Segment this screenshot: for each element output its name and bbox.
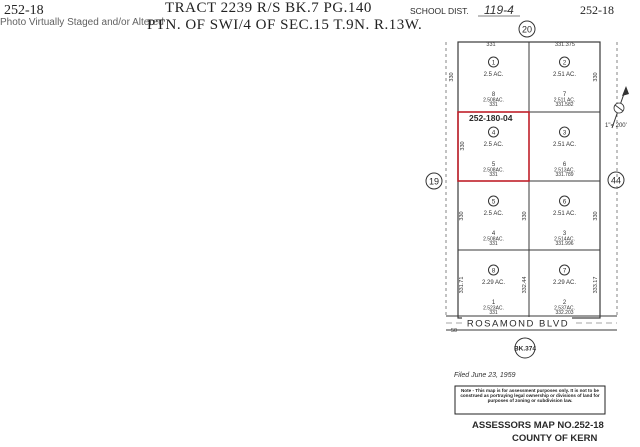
parcel-acreage: 2.29 AC. bbox=[482, 280, 505, 286]
filed-date: Filed June 23, 1959 bbox=[454, 372, 516, 379]
parcel-number: 8 bbox=[492, 267, 496, 274]
parcel-acreage: 2.5 AC. bbox=[484, 142, 504, 148]
dimension-mid-1: 330 bbox=[522, 211, 528, 220]
portion-title: PTN. OF SWI/4 OF SEC.15 T.9N. R.13W. bbox=[147, 17, 422, 33]
east-street-number: 44 bbox=[611, 176, 621, 186]
parcel-number: 3 bbox=[563, 129, 567, 136]
parcel-acreage: 2.5 AC. bbox=[484, 72, 504, 78]
parcel-6[interactable]: 6 2.51 AC. 32.514AC.331.996 bbox=[553, 195, 576, 247]
parcel-acreage: 2.5 AC. bbox=[484, 211, 504, 217]
parcel-number: 2 bbox=[563, 59, 567, 66]
dimension-left-1: 330 bbox=[449, 72, 455, 81]
lot-number: 5 bbox=[492, 162, 496, 168]
dimension-left-3: 330 bbox=[459, 211, 465, 220]
parcel-number-circle bbox=[559, 126, 570, 138]
parcel-number-circle bbox=[559, 56, 570, 68]
disclaimer-note: Note - This map is for assessment purpos… bbox=[460, 388, 599, 403]
parcel-number: 5 bbox=[492, 198, 496, 205]
lot-reference: 331.789 bbox=[555, 172, 573, 178]
parcel-number-circle bbox=[559, 195, 570, 207]
parcel-4[interactable]: 4 2.5 AC. 52.508AC.331 bbox=[483, 126, 504, 178]
lot-acreage: 2.508AC. bbox=[483, 98, 504, 104]
lot-number: 4 bbox=[492, 231, 496, 237]
road-label-backdrop bbox=[462, 317, 572, 328]
parcel-1[interactable]: 1 2.5 AC. 82.508AC.331 bbox=[483, 56, 504, 108]
dimension-right-2: 330 bbox=[593, 211, 599, 220]
parcel-number: 6 bbox=[563, 198, 567, 205]
dimension-right-1: 330 bbox=[593, 72, 599, 81]
north-street-marker bbox=[518, 20, 536, 38]
north-street-number: 20 bbox=[522, 25, 532, 35]
book-reference-marker bbox=[514, 337, 536, 359]
page-number-right: 252-18 bbox=[580, 3, 614, 17]
lot-acreage: 2.523AC. bbox=[483, 306, 504, 312]
lot-reference: 331 bbox=[489, 172, 498, 178]
parcel-acreage: 2.51 AC. bbox=[553, 211, 576, 217]
parcel-number: 4 bbox=[492, 129, 496, 136]
lot-acreage: 2.514AC. bbox=[554, 237, 575, 243]
parcel-acreage: 2.51 AC. bbox=[553, 72, 576, 78]
parcel-number-circle bbox=[488, 56, 499, 68]
lot-reference: 331 bbox=[489, 310, 498, 316]
parcel-number-circle bbox=[488, 126, 499, 138]
parcel-2[interactable]: 2 2.51 AC. 72.511 AC.331.582 bbox=[553, 56, 576, 108]
lot-reference: 331.582 bbox=[555, 102, 573, 108]
dimension-left-2: 330 bbox=[460, 141, 466, 150]
highlighted-parcel-outline[interactable] bbox=[457, 111, 530, 182]
watermark-text: Photo Virtually Staged and/or Altered bbox=[0, 17, 164, 28]
disclaimer-note-box bbox=[454, 385, 606, 415]
lot-number: 7 bbox=[563, 92, 567, 98]
road-offset-dimension: 50 bbox=[451, 328, 457, 334]
parcel-acreage: 2.51 AC. bbox=[553, 142, 576, 148]
dimension-left-4: 331.71 bbox=[459, 277, 465, 294]
north-arrow bbox=[611, 86, 629, 129]
parcel-number: 7 bbox=[563, 267, 567, 274]
parcel-number-circle bbox=[488, 195, 499, 207]
parcel-8[interactable]: 8 2.29 AC. 12.523AC.331 bbox=[482, 264, 505, 316]
lot-acreage: 2.537AC. bbox=[554, 306, 575, 312]
map-scale: 1"= 200' bbox=[605, 123, 627, 129]
dimension-top-left: 331 bbox=[486, 42, 495, 48]
lot-reference: 331 bbox=[489, 241, 498, 247]
lot-acreage: 2.513AC. bbox=[554, 168, 575, 174]
lot-number: 2 bbox=[563, 300, 567, 306]
west-street-marker bbox=[425, 172, 443, 190]
assessor-map-number: ASSESSORS MAP NO.252-18 bbox=[472, 420, 604, 431]
lot-acreage: 2.511 AC. bbox=[554, 98, 576, 104]
lot-number: 8 bbox=[492, 92, 496, 98]
parcel-acreage: 2.29 AC. bbox=[553, 280, 576, 286]
parcel-number: 1 bbox=[492, 59, 496, 66]
east-street-marker bbox=[607, 171, 625, 189]
lot-acreage: 2.508AC. bbox=[483, 168, 504, 174]
highlighted-parcel-apn: 252-180-04 bbox=[469, 113, 513, 123]
parcel-number-circle bbox=[488, 264, 499, 276]
lot-reference: 331 bbox=[489, 102, 498, 108]
parcel-3[interactable]: 3 2.51 AC. 62.513AC.331.789 bbox=[553, 126, 576, 178]
school-district-label: SCHOOL DIST. bbox=[410, 6, 469, 16]
lot-number: 3 bbox=[563, 231, 567, 237]
book-reference: BK.374 bbox=[514, 346, 536, 353]
lot-acreage: 2.508AC. bbox=[483, 237, 504, 243]
parcel-number-circle bbox=[559, 264, 570, 276]
page-number-left: 252-18 bbox=[4, 3, 44, 18]
dimension-mid-2: 332.44 bbox=[522, 277, 528, 294]
dimension-top-right: 331.375 bbox=[555, 42, 575, 48]
road-name: ROSAMOND BLVD bbox=[467, 319, 569, 330]
lot-reference: 331.996 bbox=[555, 241, 573, 247]
school-district-value: 119-4 bbox=[484, 3, 514, 17]
west-street-number: 19 bbox=[429, 177, 439, 187]
lot-number: 6 bbox=[563, 162, 567, 168]
lot-number: 1 bbox=[492, 300, 496, 306]
lot-reference: 332.203 bbox=[555, 310, 573, 316]
tract-title: TRACT 2239 R/S BK.7 PG.140 bbox=[165, 0, 372, 16]
parcel-5[interactable]: 5 2.5 AC. 42.508AC.331 bbox=[483, 195, 504, 247]
county-name: COUNTY OF KERN bbox=[512, 433, 597, 444]
dimension-right-3: 333.17 bbox=[593, 277, 599, 294]
parcel-7[interactable]: 7 2.29 AC. 22.537AC.332.203 bbox=[553, 264, 576, 316]
